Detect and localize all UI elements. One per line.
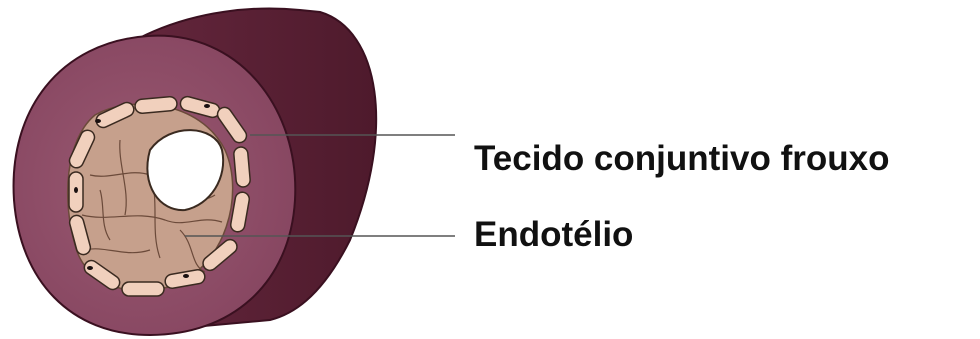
endothelium-cells [68,95,251,297]
lumen-opening [146,129,225,212]
label-tecido-conjuntivo-frouxo: Tecido conjuntivo frouxo [474,139,890,178]
label-endotelio: Endotélio [474,215,634,254]
endothelium-nuclei [74,104,210,278]
